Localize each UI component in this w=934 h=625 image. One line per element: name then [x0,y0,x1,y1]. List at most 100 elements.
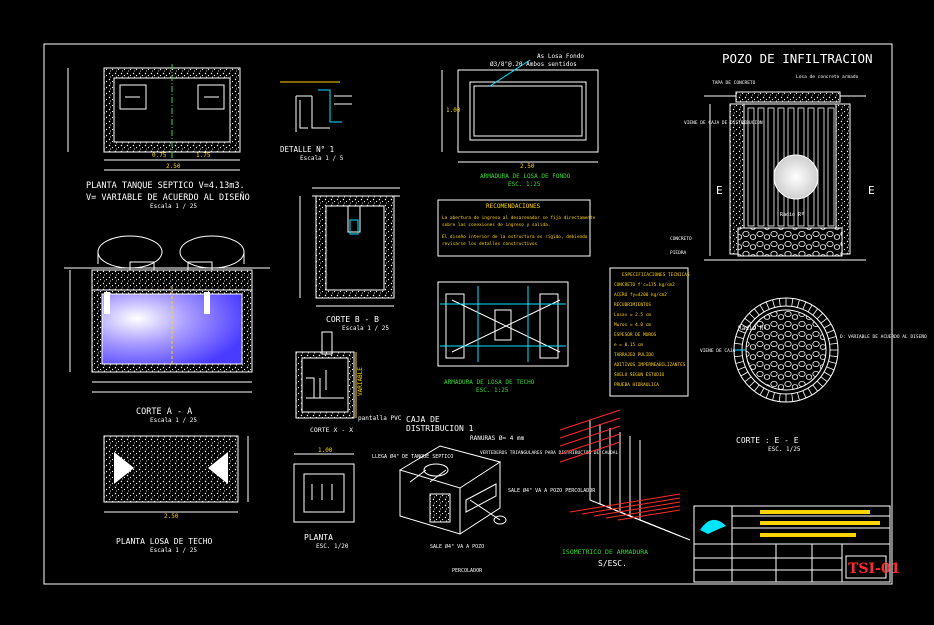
ring-tick [791,298,794,307]
ring-tick [744,376,752,382]
ring-tick [748,312,756,320]
scale-detalle-1: Escala 1 / 5 [300,155,344,162]
view-planta-tanque: 0.75 1.75 2.50 PLANTA TANQUE SEPTICO V=4… [67,64,250,210]
sheet-border [43,43,893,585]
dim-width-fondo: 2.50 [520,163,535,170]
ring-tick [791,393,794,402]
label-sale-bottom: SALE Ø4" VA A POZO [430,543,484,550]
label-e-right: E [868,184,875,197]
ring-tick [778,298,781,307]
pozo-block [757,107,765,227]
ring-tick [828,336,837,339]
view-armadura-fondo: As Losa Fondo Ø3/8"@.20 Ambos sentidos 2… [441,53,599,188]
spec-item: SUELO SEGUN ESTUDIO [614,372,665,378]
view-corte-bb: CORTE B - B Escala 1 / 25 [299,187,400,332]
ring-tick [744,318,752,324]
reco-line-3: El diseño interior de la estructura es r… [442,233,588,240]
view-corte-aa: CORTE A - A Escala 1 / 25 [64,235,270,424]
ring-tick [759,387,765,396]
view-detalle-1: DETALLE N° 1 Escala 1 / 5 [280,81,352,162]
ring-tick [737,329,746,334]
ring-tick [797,392,800,401]
scale-planta-tanque: Escala 1 / 25 [150,203,197,210]
view-caja-distribucion: CAJA DE DISTRIBUCION 1 RANURAS Ø= 4 mm L… [372,415,618,574]
title-block: TSI-01 [693,505,900,583]
title-armadura-techo: ARMADURA DE LOSA DE TECHO [444,379,535,386]
iso-bar-red [559,417,621,439]
note-losa-fondo: As Losa Fondo [537,53,584,60]
dim-total: 2.50 [166,163,181,170]
iso-bar-red [559,441,621,463]
dim-left: 0.75 [152,152,167,159]
label-tapa: TAPA DE CONCRETO [712,80,756,86]
scale-corte-aa: Escala 1 / 25 [150,417,197,424]
view-especificaciones: ESPECIFICACIONES TECNICAS CONCRETO f'c=1… [609,267,690,397]
label-radius-ee: Radio Rº [738,325,767,332]
label-pantalla-pvc: pantalla PVC [358,415,402,422]
scale-armadura-techo: ESC. 1:25 [476,387,509,394]
iso-bar [639,440,691,541]
dim-height-fondo: 1.00 [446,107,461,114]
title-corte-aa: CORTE A - A [136,407,192,417]
iso-bar [619,432,671,533]
ring-tick [812,384,818,392]
title-planta-losa: PLANTA LOSA DE TECHO [116,537,213,546]
pozo-block [767,107,775,227]
ring-tick [812,308,818,316]
ring-tick [778,393,781,402]
ring-tick [816,380,824,388]
ring-tick [816,312,824,320]
view-isometrico: ISOMETRICO DE ARMADURA S/ESC. [559,409,691,568]
dim-planta-losa: 2.50 [164,513,179,520]
scale-corte-bb: Escala 1 / 25 [342,325,389,332]
title-caja-1: CAJA DE [406,415,440,424]
sheet-code: TSI-01 [848,561,900,577]
ring-tick [826,366,835,371]
label-e-left: E [716,184,723,197]
pozo-block [747,107,755,227]
title-corte-ee: CORTE : E - E [736,436,799,445]
ring-tick [734,355,743,358]
iso-bar-red [581,497,681,515]
ring-tick [802,390,807,399]
ring-tick [823,371,832,377]
ring-tick [797,299,800,308]
spec-item: TARRAJEO PULIDO [614,352,654,358]
ring-tick [802,301,807,310]
label-viene: VIENE DE CAJA DE DISTRIBUCION [684,120,763,126]
iso-bar-red [605,505,681,519]
reco-line-1: La abertura de ingreso al desarenador se… [442,215,596,221]
iso-bar-red [593,501,681,517]
ring-tick [823,323,832,329]
view-corte-xx: VARIABLE pantalla PVC CORTE X - X [295,331,402,434]
view-recomendaciones: RECOMENDACIONES La abertura de ingreso a… [437,199,596,257]
reco-line-4: revisarse los detalles constructivos [442,241,538,247]
scale-corte-ee: ESC. 1/25 [768,446,801,453]
iso-bar [629,436,681,537]
label-concreto: CONCRETO [670,236,692,242]
label-vertedero: VERTEDEROS TRIANGULARES PARA DISTRIBUCIO… [480,450,618,456]
label-radius-pozo: Radio Rº [780,212,804,218]
spec-item: PRUEBA HIDRAULICA [614,382,659,388]
ring-tick [828,361,837,364]
title-especificaciones: ESPECIFICACIONES TECNICAS [622,272,690,278]
spec-item: ESPESOR DE MUROS [614,332,657,338]
spec-item: ACERO fy=4200 kg/cm2 [614,292,667,298]
label-ranuras: RANURAS Ø= 4 mm [470,435,525,442]
ring-tick [734,342,743,345]
iso-bar-red [559,409,621,431]
label-sale: SALE Ø4" VA A POZO PERCOLADOR [508,487,596,494]
spec-item: CONCRETO f'c=175 kg/cm2 [614,282,675,288]
label-variable-ee: D: VARIABLE DE ACUERDO AL DISEÑO [840,333,927,340]
ring-tick [772,299,775,308]
ring-tick [740,323,749,329]
ring-tick [807,387,813,396]
spec-item: e = 0.15 cm [614,342,643,348]
scale-planta-losa: Escala 1 / 25 [150,547,197,554]
title-corte-xx: CORTE X - X [310,426,353,434]
ring-tick [826,329,835,334]
label-viene-ee: VIENE DE CAJA [700,348,736,354]
scale-planta: ESC. 1/20 [316,543,349,550]
title-detalle-1: DETALLE N° 1 [280,145,334,154]
